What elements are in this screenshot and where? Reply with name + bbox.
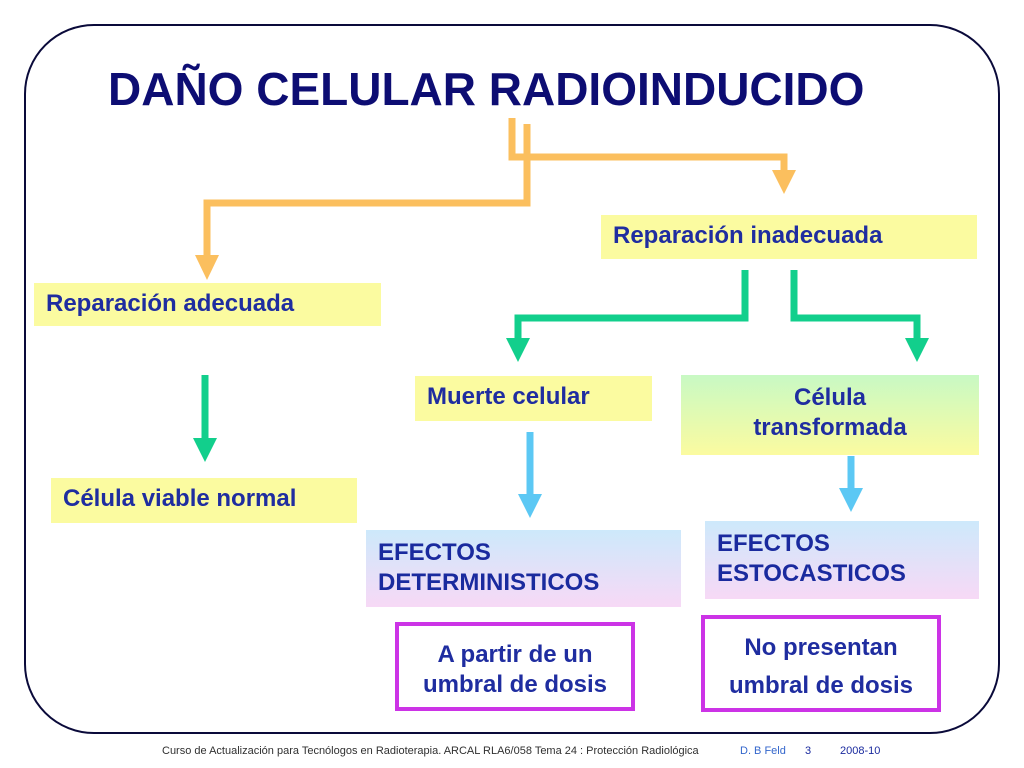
node-celula-transformada: Célula transformada — [681, 375, 979, 455]
blue-arrowhead-right — [839, 488, 863, 512]
orange-connector-left — [203, 118, 531, 258]
green-arrowhead-down — [193, 438, 217, 462]
footer-course: Curso de Actualización para Tecnólogos e… — [162, 745, 699, 757]
node-muerte-celular: Muerte celular — [415, 376, 652, 421]
node-reparacion-inadecuada: Reparación inadecuada — [601, 215, 977, 259]
node-reparacion-adecuada: Reparación adecuada — [34, 283, 381, 326]
footer-date: 2008-10 — [840, 745, 881, 757]
orange-arrowhead-left — [195, 255, 219, 280]
footer-page-number: 3 — [805, 745, 812, 757]
green-arrowhead-left — [506, 338, 530, 362]
orange-arrowhead-right — [772, 170, 796, 194]
footer-author: D. B Feld — [740, 745, 786, 757]
node-celula-viable-normal: Célula viable normal — [51, 478, 357, 523]
slide-frame — [24, 24, 1000, 734]
node-efectos-estocasticos: EFECTOS ESTOCASTICOS — [705, 521, 979, 599]
node-efectos-deterministicos: EFECTOS DETERMINISTICOS — [366, 530, 681, 607]
green-connector-right — [790, 270, 921, 340]
green-arrowhead-right — [905, 338, 929, 362]
orange-connector-right — [523, 124, 788, 172]
node-umbral-no: No presentan umbral de dosis — [701, 615, 941, 712]
green-connector-left — [514, 270, 749, 340]
blue-arrowhead-left — [518, 494, 542, 518]
slide-title: DAÑO CELULAR RADIOINDUCIDO — [108, 63, 865, 115]
node-umbral-si: A partir de un umbral de dosis — [395, 622, 635, 711]
